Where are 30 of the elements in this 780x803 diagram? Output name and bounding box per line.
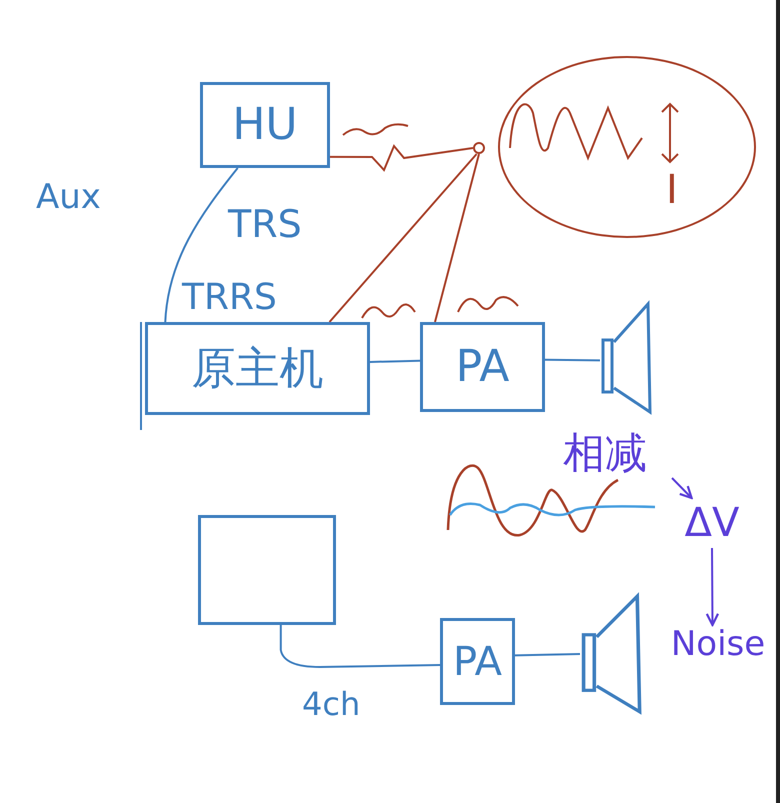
note-text: Noise [670, 627, 766, 661]
connector-line [330, 144, 474, 172]
empty-box [198, 515, 336, 625]
junction-point [473, 142, 485, 154]
box-label: 原主机 [192, 346, 324, 390]
connector-line [280, 625, 440, 668]
waveform-ellipse [498, 56, 756, 238]
note-text: 相减 [563, 432, 647, 474]
connector-line [164, 167, 238, 322]
box-label: PA [453, 642, 502, 682]
amplifier-box [420, 322, 545, 412]
connector-line [544, 358, 600, 362]
speaker-icon [580, 592, 642, 716]
cable-label: TRRS [182, 280, 277, 316]
head-unit-box [200, 82, 330, 168]
box-label: HU [232, 103, 298, 147]
connector-line [434, 154, 480, 322]
amplifier-box [440, 618, 515, 705]
connector-line [370, 360, 420, 363]
arrow [706, 548, 720, 626]
box-label: PA [456, 345, 510, 389]
note-text: ΔV [684, 503, 740, 543]
head-unit-box [145, 322, 370, 415]
cable-label: Aux [36, 180, 101, 214]
arrow [671, 477, 693, 500]
connector-line [514, 653, 580, 656]
connector-line [328, 153, 478, 323]
speaker-icon [600, 300, 652, 416]
cable-label: TRS [228, 205, 302, 243]
current-symbol: I [666, 170, 678, 210]
